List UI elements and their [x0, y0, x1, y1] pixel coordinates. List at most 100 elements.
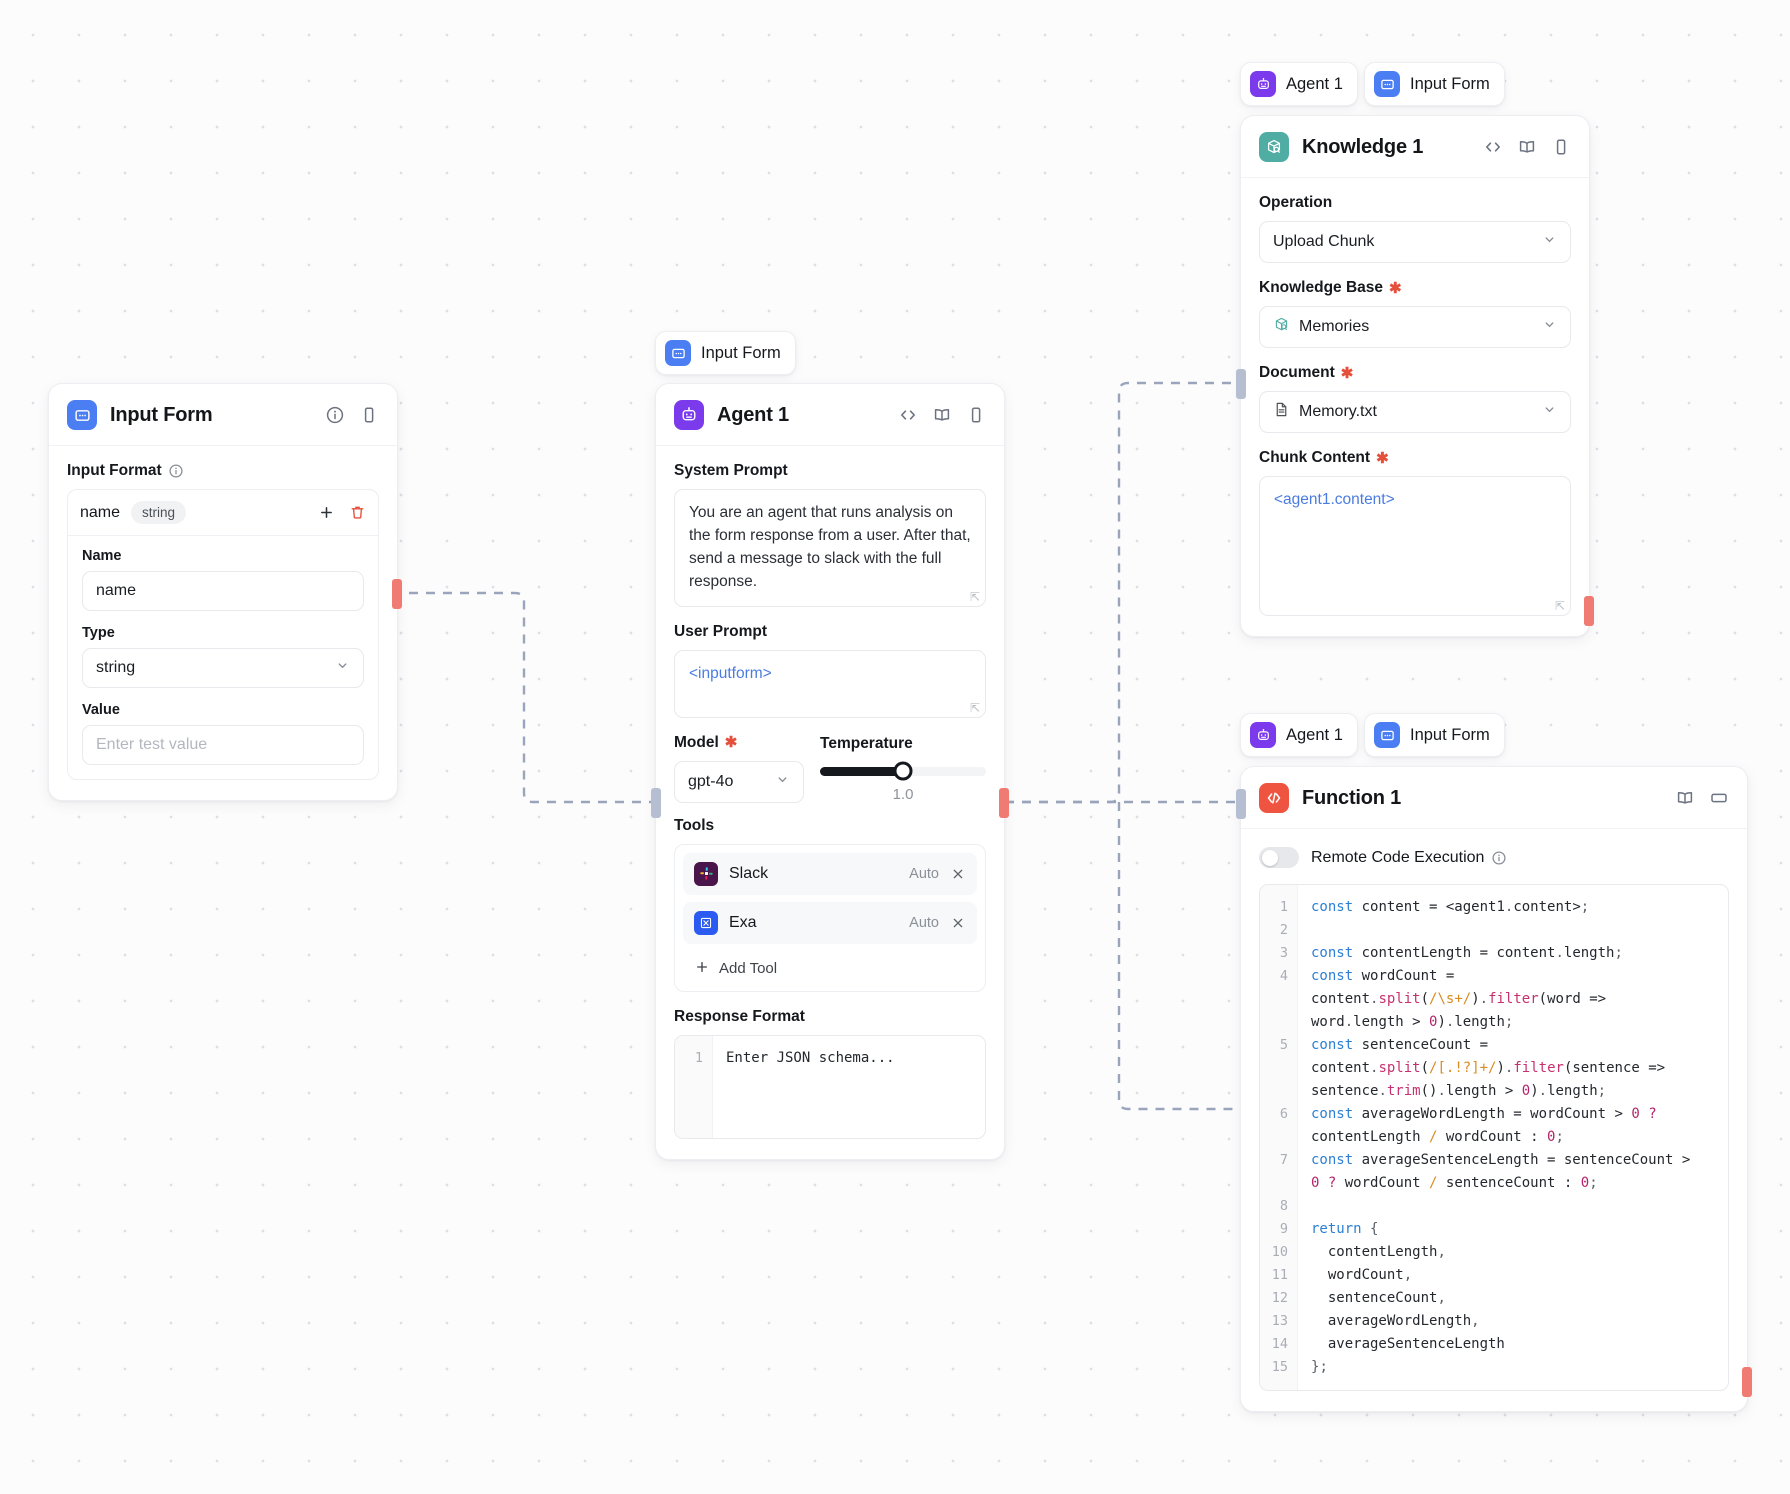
- slider-fill: [820, 766, 903, 776]
- tool-mode[interactable]: Auto: [909, 865, 939, 882]
- temperature-slider[interactable]: [820, 761, 986, 781]
- user-prompt-textarea[interactable]: <inputform> ⇱: [674, 649, 986, 718]
- chevron-down-icon: [1542, 402, 1557, 422]
- book-icon[interactable]: [1517, 137, 1537, 157]
- line-number: 14: [1271, 1336, 1288, 1352]
- user-prompt-label: User Prompt: [674, 622, 768, 640]
- book-icon[interactable]: [1675, 788, 1695, 808]
- window-icon[interactable]: [1709, 788, 1729, 808]
- model-select[interactable]: gpt-4o: [674, 760, 804, 803]
- tool-name: Slack: [729, 864, 769, 882]
- type-select-value: string: [96, 659, 136, 676]
- output-handle-input-form[interactable]: [392, 579, 402, 609]
- info-icon[interactable]: [1491, 850, 1507, 866]
- resize-handle-icon[interactable]: ⇱: [969, 589, 980, 604]
- agent-icon: [1250, 71, 1276, 97]
- line-number: 10: [1271, 1244, 1288, 1260]
- line-number: 7: [1279, 1152, 1288, 1168]
- operation-select[interactable]: Upload Chunk: [1259, 221, 1571, 263]
- chip-label: Agent 1: [1286, 74, 1343, 93]
- panel-icon[interactable]: [1551, 137, 1571, 157]
- temperature-value: 1.0: [892, 785, 914, 803]
- slider-thumb[interactable]: [893, 761, 913, 781]
- node-body: Remote Code Execution 1 2 3 4 5: [1241, 829, 1747, 1411]
- input-form-icon: [1374, 722, 1400, 748]
- add-field-icon[interactable]: [318, 504, 335, 521]
- line-gutter: 1 2 3 4 5 6 7 8 9 10 11 12 13 14 15: [1260, 885, 1298, 1390]
- chip-agent-1-knowledge[interactable]: Agent 1: [1240, 62, 1358, 106]
- remote-code-execution-row[interactable]: Remote Code Execution: [1259, 845, 1729, 884]
- line-number: 12: [1271, 1290, 1288, 1306]
- node-title: Agent 1: [717, 403, 789, 426]
- node-header: Knowledge 1: [1241, 116, 1589, 178]
- info-icon[interactable]: [168, 463, 184, 479]
- input-handle-function[interactable]: [1236, 789, 1246, 819]
- node-input-form[interactable]: Input Form Input Format: [48, 383, 402, 801]
- remove-tool-icon[interactable]: [950, 915, 966, 931]
- plus-icon: [694, 959, 710, 979]
- node-knowledge-1[interactable]: Knowledge 1: [1236, 115, 1594, 637]
- code-icon[interactable]: [898, 405, 918, 425]
- input-form-icon: [67, 400, 97, 430]
- chevron-down-icon: [775, 772, 790, 792]
- node-function-1[interactable]: Function 1 Rem: [1236, 766, 1752, 1412]
- resize-handle-icon[interactable]: ⇱: [969, 700, 980, 715]
- output-handle-function[interactable]: [1742, 1367, 1752, 1397]
- input-handle-knowledge[interactable]: [1236, 369, 1246, 399]
- remove-tool-icon[interactable]: [950, 866, 966, 882]
- chevron-down-icon: [335, 658, 350, 678]
- line-number: 1: [1279, 899, 1288, 915]
- name-label: Name: [82, 548, 122, 564]
- add-tool-button[interactable]: Add Tool: [683, 951, 977, 983]
- tools-list: Slack Auto Exa: [674, 843, 986, 992]
- output-handle-agent[interactable]: [999, 788, 1009, 818]
- value-input[interactable]: Enter test value: [82, 725, 364, 765]
- tool-row[interactable]: Slack Auto: [683, 852, 977, 895]
- line-number: 9: [1279, 1221, 1288, 1237]
- add-tool-label: Add Tool: [719, 960, 778, 978]
- chunk-content-textarea[interactable]: <agent1.content> ⇱: [1259, 476, 1571, 616]
- chip-input-form-knowledge[interactable]: Input Form: [1364, 62, 1505, 106]
- resize-handle-icon[interactable]: ⇱: [1554, 599, 1565, 613]
- line-number: 6: [1279, 1106, 1288, 1122]
- line-number: 15: [1271, 1359, 1288, 1375]
- knowledge-base-label: Knowledge Base ✱: [1259, 279, 1402, 297]
- name-input-value: name: [96, 582, 137, 599]
- knowledge-base-select[interactable]: Memories: [1259, 306, 1571, 348]
- info-icon[interactable]: [325, 405, 345, 425]
- system-prompt-textarea[interactable]: You are an agent that runs analysis on t…: [674, 489, 986, 607]
- tool-row[interactable]: Exa Auto: [683, 901, 977, 944]
- response-format-editor[interactable]: 1 Enter JSON schema...: [674, 1034, 986, 1139]
- type-select[interactable]: string: [82, 648, 364, 688]
- chip-label: Agent 1: [1286, 725, 1343, 744]
- node-agent-1[interactable]: Agent 1 Sy: [651, 383, 1009, 1160]
- name-input[interactable]: name: [82, 571, 364, 611]
- required-marker: ✱: [724, 734, 738, 752]
- code-icon[interactable]: [1483, 137, 1503, 157]
- input-handle-agent[interactable]: [651, 788, 661, 818]
- response-format-label: Response Format: [674, 1007, 805, 1025]
- chip-input-form-agent[interactable]: Input Form: [655, 331, 796, 375]
- node-title: Function 1: [1302, 786, 1402, 809]
- delete-field-icon[interactable]: [349, 504, 366, 521]
- book-icon[interactable]: [932, 405, 952, 425]
- operation-value: Upload Chunk: [1273, 233, 1375, 250]
- output-handle-knowledge[interactable]: [1584, 596, 1594, 626]
- tool-mode[interactable]: Auto: [909, 914, 939, 931]
- function-code-editor[interactable]: 1 2 3 4 5 6 7 8 9 10 11 12 13 14 15 cons…: [1259, 884, 1729, 1391]
- chip-agent-1-function[interactable]: Agent 1: [1240, 713, 1358, 757]
- chip-label: Input Form: [1410, 725, 1490, 744]
- document-select[interactable]: Memory.txt: [1259, 391, 1571, 433]
- remote-code-execution-toggle[interactable]: [1259, 847, 1299, 868]
- function-code-content[interactable]: const content = <agent1.content>; const …: [1311, 899, 1691, 1375]
- panel-icon[interactable]: [966, 405, 986, 425]
- node-body: Input Format name string: [49, 446, 397, 800]
- slack-icon: [694, 861, 718, 886]
- chunk-content-label: Chunk Content ✱: [1259, 449, 1389, 467]
- format-field-row[interactable]: name string: [68, 490, 378, 536]
- line-number: 5: [1279, 1037, 1288, 1053]
- chip-input-form-function[interactable]: Input Form: [1364, 713, 1505, 757]
- node-title: Knowledge 1: [1302, 135, 1424, 158]
- panel-icon[interactable]: [359, 405, 379, 425]
